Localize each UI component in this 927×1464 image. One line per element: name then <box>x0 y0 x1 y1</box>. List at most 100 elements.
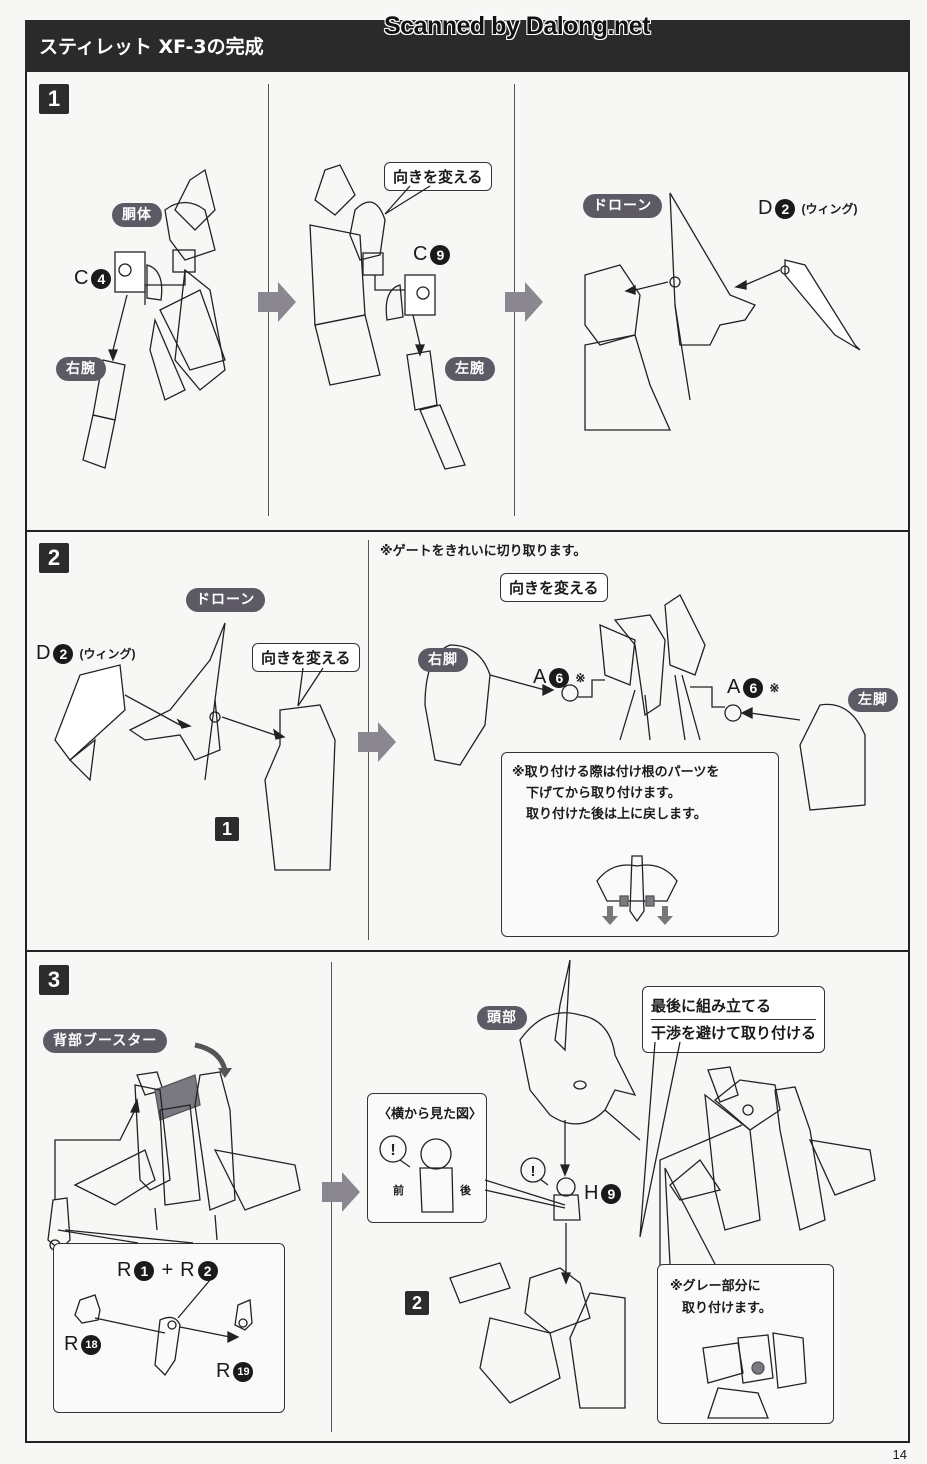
note-pointer <box>664 1167 716 1265</box>
gray-part-note-box: ※グレー部分に 取り付けます。 <box>657 1264 834 1424</box>
side-view-title: 〈横から見た図〉 <box>378 1107 483 1122</box>
gray-note-line: 取り付けます。 <box>682 1301 772 1316</box>
booster-attached-illustration <box>659 1066 876 1270</box>
part-number-badge: 2 <box>53 643 74 664</box>
r-parts-illustration <box>74 1279 253 1377</box>
skirt-detail-illustration <box>596 855 678 925</box>
callout-pointer <box>297 667 324 707</box>
flow-arrow-icon <box>358 722 396 762</box>
flow-arrow-icon <box>258 282 296 322</box>
label-left-arm: 左腕 <box>445 357 495 381</box>
gray-part-detail-illustration <box>702 1332 807 1419</box>
part-number-badge: 18 <box>81 1334 102 1355</box>
part-letter: R <box>117 1259 132 1281</box>
part-letter: A <box>533 666 547 688</box>
pin-h9-illustration: ! <box>520 1157 581 1285</box>
side-view-box: 〈横から見た図〉 ! 前 後 <box>367 1093 487 1223</box>
step-reference: 2 <box>405 1291 429 1315</box>
section-header: スティレット XF-3の完成 <box>25 20 910 72</box>
detail-note-line: ※取り付ける際は付け根のパーツを <box>512 765 720 780</box>
part-number-badge: 9 <box>601 1183 622 1204</box>
callout-assemble-last: 最後に組み立てる 干渉を避けて取り付ける <box>642 986 826 1053</box>
svg-text:!: ! <box>390 1142 395 1159</box>
drone-wing-attach-illustration <box>584 192 861 431</box>
label-right-leg: 右脚 <box>418 648 468 672</box>
detail-pointer-lines <box>57 1229 194 1244</box>
part-letter: R <box>64 1333 79 1355</box>
step-reference: 1 <box>215 817 239 841</box>
callout-turn: 向きを変える <box>384 162 492 191</box>
callout-line: 干渉を避けて取り付ける <box>651 1019 817 1046</box>
drone-wing-body-illustration <box>54 622 336 871</box>
part-number-badge: 4 <box>91 268 112 289</box>
part-number-badge: 2 <box>197 1260 218 1281</box>
part-letter: D <box>36 642 51 664</box>
label-left-leg: 左脚 <box>848 688 898 712</box>
part-letter: D <box>758 197 773 219</box>
callout-pointer <box>639 1041 681 1238</box>
flow-arrow-icon <box>322 1172 360 1212</box>
label-back-booster: 背部ブースター <box>43 1029 168 1053</box>
part-number-badge: 6 <box>549 667 570 688</box>
callout-turn: 向きを変える <box>500 573 608 602</box>
part-subtitle: (ウィング) <box>79 647 136 661</box>
label-right-arm: 右腕 <box>56 357 106 381</box>
part-number-badge: 19 <box>233 1361 254 1382</box>
part-number-badge: 1 <box>134 1260 155 1281</box>
part-subtitle: (ウィング) <box>801 202 858 216</box>
part-number-badge: 9 <box>430 244 451 265</box>
head-illustration <box>519 959 641 1177</box>
side-view-illustration: ! <box>379 1135 454 1213</box>
plus-sign: + <box>161 1259 174 1281</box>
callout-pointer <box>384 185 431 215</box>
detail-note-box: ※取り付ける際は付け根のパーツを 下げてから取り付けます。 取り付けた後は上に戻… <box>501 752 779 937</box>
section-title: スティレット XF-3の完成 <box>39 36 264 58</box>
label-front: 前 <box>393 1184 404 1197</box>
part-letter: C <box>413 243 428 265</box>
part-letter: H <box>584 1182 599 1204</box>
detail-note-line: 下げてから取り付けます。 <box>526 786 681 801</box>
label-back: 後 <box>460 1184 471 1197</box>
part-number-badge: 6 <box>743 677 764 698</box>
watermark: Scanned by Dalong.net <box>384 12 650 40</box>
part-letter: R <box>180 1259 195 1281</box>
part-letter: R <box>216 1360 231 1382</box>
callout-turn: 向きを変える <box>252 643 360 672</box>
part-number-badge: 2 <box>775 198 796 219</box>
part-letter: A <box>727 676 741 698</box>
legs-attach-illustration <box>424 594 866 811</box>
detail-note-line: 取り付けた後は上に戻します。 <box>526 807 707 822</box>
callout-line: 最後に組み立てる <box>651 997 772 1015</box>
torso-right-arm-illustration <box>82 168 226 469</box>
label-head: 頭部 <box>477 1006 527 1030</box>
step-divider <box>25 950 910 952</box>
gate-note: ※ゲートをきれいに切り取ります。 <box>380 544 587 559</box>
label-drone: ドローン <box>186 588 266 612</box>
note-mark: ※ <box>769 680 780 695</box>
label-torso: 胴体 <box>112 203 162 227</box>
label-drone: ドローン <box>583 194 663 218</box>
svg-text:!: ! <box>531 1163 536 1180</box>
step-number: 2 <box>39 543 69 573</box>
side-view-pointer <box>484 1179 566 1209</box>
body-illustration <box>449 1262 626 1409</box>
page-number: 14 <box>892 1447 907 1462</box>
part-letter: C <box>74 267 89 289</box>
flow-arrow-icon <box>505 282 543 322</box>
gray-note-line: ※グレー部分に <box>670 1279 761 1294</box>
step-divider <box>25 530 910 532</box>
torso-left-arm-illustration <box>309 164 466 470</box>
step-number: 3 <box>39 965 69 995</box>
step-number: 1 <box>39 84 69 114</box>
note-mark: ※ <box>575 670 586 685</box>
